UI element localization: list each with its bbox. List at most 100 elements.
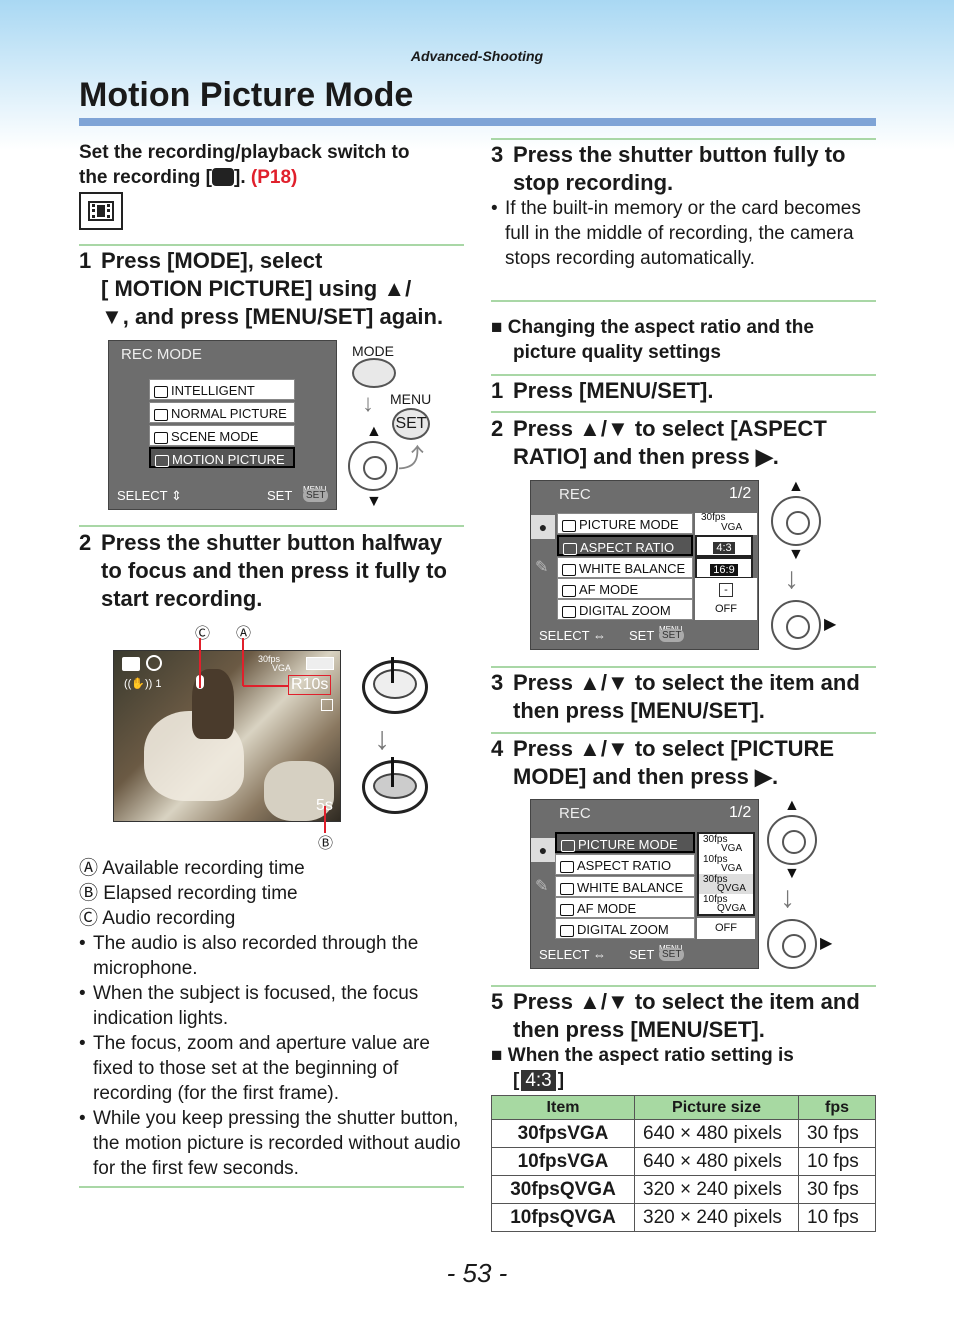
motion-picture-icon: [122, 657, 140, 671]
set-label: SET: [267, 488, 293, 503]
intro-line1: Set the recording/playback switch to: [79, 142, 410, 163]
rec-menu-footer: SELECT ⇔ SET MENU SET: [531, 942, 758, 968]
option-16-9[interactable]: 16:9: [695, 557, 753, 579]
step2-line2: to focus and then press it fully to: [101, 558, 447, 583]
right-sub-step-1: 1 Press [MENU/SET].: [491, 377, 876, 405]
mode-button[interactable]: [352, 358, 396, 388]
camera-icon: [154, 408, 168, 421]
right-sub-step-2: 2 Press ▲/▼ to select [ASPECT RATIO] and…: [491, 415, 876, 471]
menu-item-picture-mode[interactable]: PICTURE MODE: [557, 513, 693, 534]
menu-item-motion-picture[interactable]: MOTION PICTURE: [149, 447, 295, 468]
divider: [491, 411, 876, 413]
menu-label: MENU: [390, 391, 432, 407]
cursor-dial[interactable]: [767, 815, 817, 865]
right-triangle-icon: ▶: [820, 935, 833, 952]
up-triangle-icon: ▲: [366, 423, 382, 440]
menu-item-normal-picture[interactable]: NORMAL PICTURE: [149, 402, 295, 423]
cursor-dial[interactable]: [348, 441, 398, 491]
divider: [79, 1186, 464, 1188]
menu-item-scene-mode[interactable]: SCENE MODE: [149, 425, 295, 446]
title-rule: [79, 118, 876, 126]
right-sub-step-3: 3 Press ▲/▼ to select the item and then …: [491, 669, 876, 725]
divider: [491, 666, 876, 668]
camera-icon: [212, 168, 235, 186]
memory-icon: [321, 699, 333, 711]
divider: [491, 138, 876, 140]
right-sub-step-4: 4 Press ▲/▼ to select [PICTURE MODE] and…: [491, 735, 876, 791]
select-label: SELECT: [539, 628, 590, 643]
substep2-line2: RATIO] and then press ▶.: [513, 444, 779, 469]
rec-menu-title: REC: [559, 805, 591, 822]
rec-menu-picture-mode-screen: REC 1/2 ● ✎ PICTURE MODE ASPECT RATIO WH…: [530, 799, 759, 969]
menu-item-af-mode[interactable]: AF MODE: [555, 897, 695, 918]
page-ref-link[interactable]: (P18): [250, 167, 298, 188]
mode-label: MODE: [352, 343, 394, 359]
menu-item-aspect-ratio[interactable]: ASPECT RATIO: [555, 854, 695, 875]
page-indicator: 1/2: [729, 804, 752, 821]
bullet-item: While you keep pressing the shutter butt…: [79, 1106, 464, 1181]
substep1-text: Press [MENU/SET].: [513, 378, 714, 403]
option-4-3[interactable]: 4:3: [695, 535, 753, 557]
menu-item-white-balance[interactable]: WHITE BALANCE: [555, 876, 695, 897]
picture-mode-icon: [562, 519, 576, 532]
updown-icon: ⇕: [170, 488, 182, 503]
bullet-item: The audio is also recorded through the m…: [79, 931, 464, 981]
intelligent-icon: [154, 385, 168, 398]
elapsed-time: 5s: [316, 797, 333, 814]
menu-item-white-balance[interactable]: WHITE BALANCE: [557, 557, 693, 578]
divider: [491, 300, 876, 302]
substep3-line1: Press ▲/▼ to select the item and: [513, 670, 860, 695]
menu-item-af-mode[interactable]: AF MODE: [557, 578, 693, 599]
step1-line2: [ MOTION PICTURE] using ▲/: [101, 276, 412, 301]
menu-item-picture-mode[interactable]: PICTURE MODE: [555, 832, 695, 853]
set-button-icon: SET: [303, 489, 329, 502]
shutter-fully-icon: [362, 757, 428, 814]
divider: [79, 244, 464, 246]
rec-mode-title: REC MODE: [121, 346, 202, 363]
rec-mode-screen: REC MODE INTELLIGENT NORMAL PICTURE SCEN…: [108, 340, 337, 510]
value-af: -: [695, 578, 757, 599]
set-label: SET: [629, 947, 655, 962]
rec-tab-camera-icon: ●: [531, 515, 555, 539]
divider: [491, 985, 876, 987]
step-number: 2: [79, 530, 92, 555]
menu-item-aspect-ratio[interactable]: ASPECT RATIO: [557, 535, 693, 556]
cursor-dial[interactable]: [771, 600, 821, 650]
column-header: Picture size: [634, 1095, 799, 1120]
shutter-halfway-icon: [362, 657, 428, 714]
cursor-dial[interactable]: [771, 496, 821, 546]
intro-close: ].: [234, 167, 251, 188]
page-title: Motion Picture Mode: [79, 76, 414, 114]
section-label: Advanced-Shooting: [410, 48, 544, 64]
bullet-item: The focus, zoom and aperture value are f…: [79, 1031, 464, 1106]
rec-menu-footer: SELECT ⇔ SET MENU SET: [531, 623, 758, 649]
intro-text: Set the recording/playback switch to the…: [79, 140, 464, 190]
menu-item-intelligent[interactable]: INTELLIGENT: [149, 379, 295, 400]
zoom-icon: [560, 924, 574, 937]
callout-lines: [199, 638, 326, 833]
rec-mode-footer: SELECT ⇕ SET MENU SET: [109, 483, 336, 509]
down-triangle-icon: ▼: [366, 493, 382, 510]
step-number: 3: [491, 142, 504, 167]
legend-item: Ⓐ Available recording time: [79, 858, 305, 879]
menu-item-digital-zoom[interactable]: DIGITAL ZOOM: [557, 599, 693, 620]
step-number: 3: [491, 670, 504, 695]
header-gradient: [0, 0, 954, 150]
cursor-dial[interactable]: [767, 919, 817, 969]
step1-line1: Press [MODE], select: [101, 248, 323, 273]
carousel-horse-right: [264, 761, 334, 821]
divider: [491, 374, 876, 376]
wb-icon: [562, 563, 576, 576]
stabilizer-icon: [146, 655, 162, 671]
column-header: Item: [491, 1095, 635, 1120]
value-zoom: OFF: [695, 599, 757, 620]
menu-set-button[interactable]: SET: [392, 408, 430, 440]
bullet-item: When the subject is focused, the focus i…: [79, 981, 464, 1031]
menu-item-digital-zoom[interactable]: DIGITAL ZOOM: [555, 918, 695, 939]
step-number: 1: [491, 378, 504, 403]
